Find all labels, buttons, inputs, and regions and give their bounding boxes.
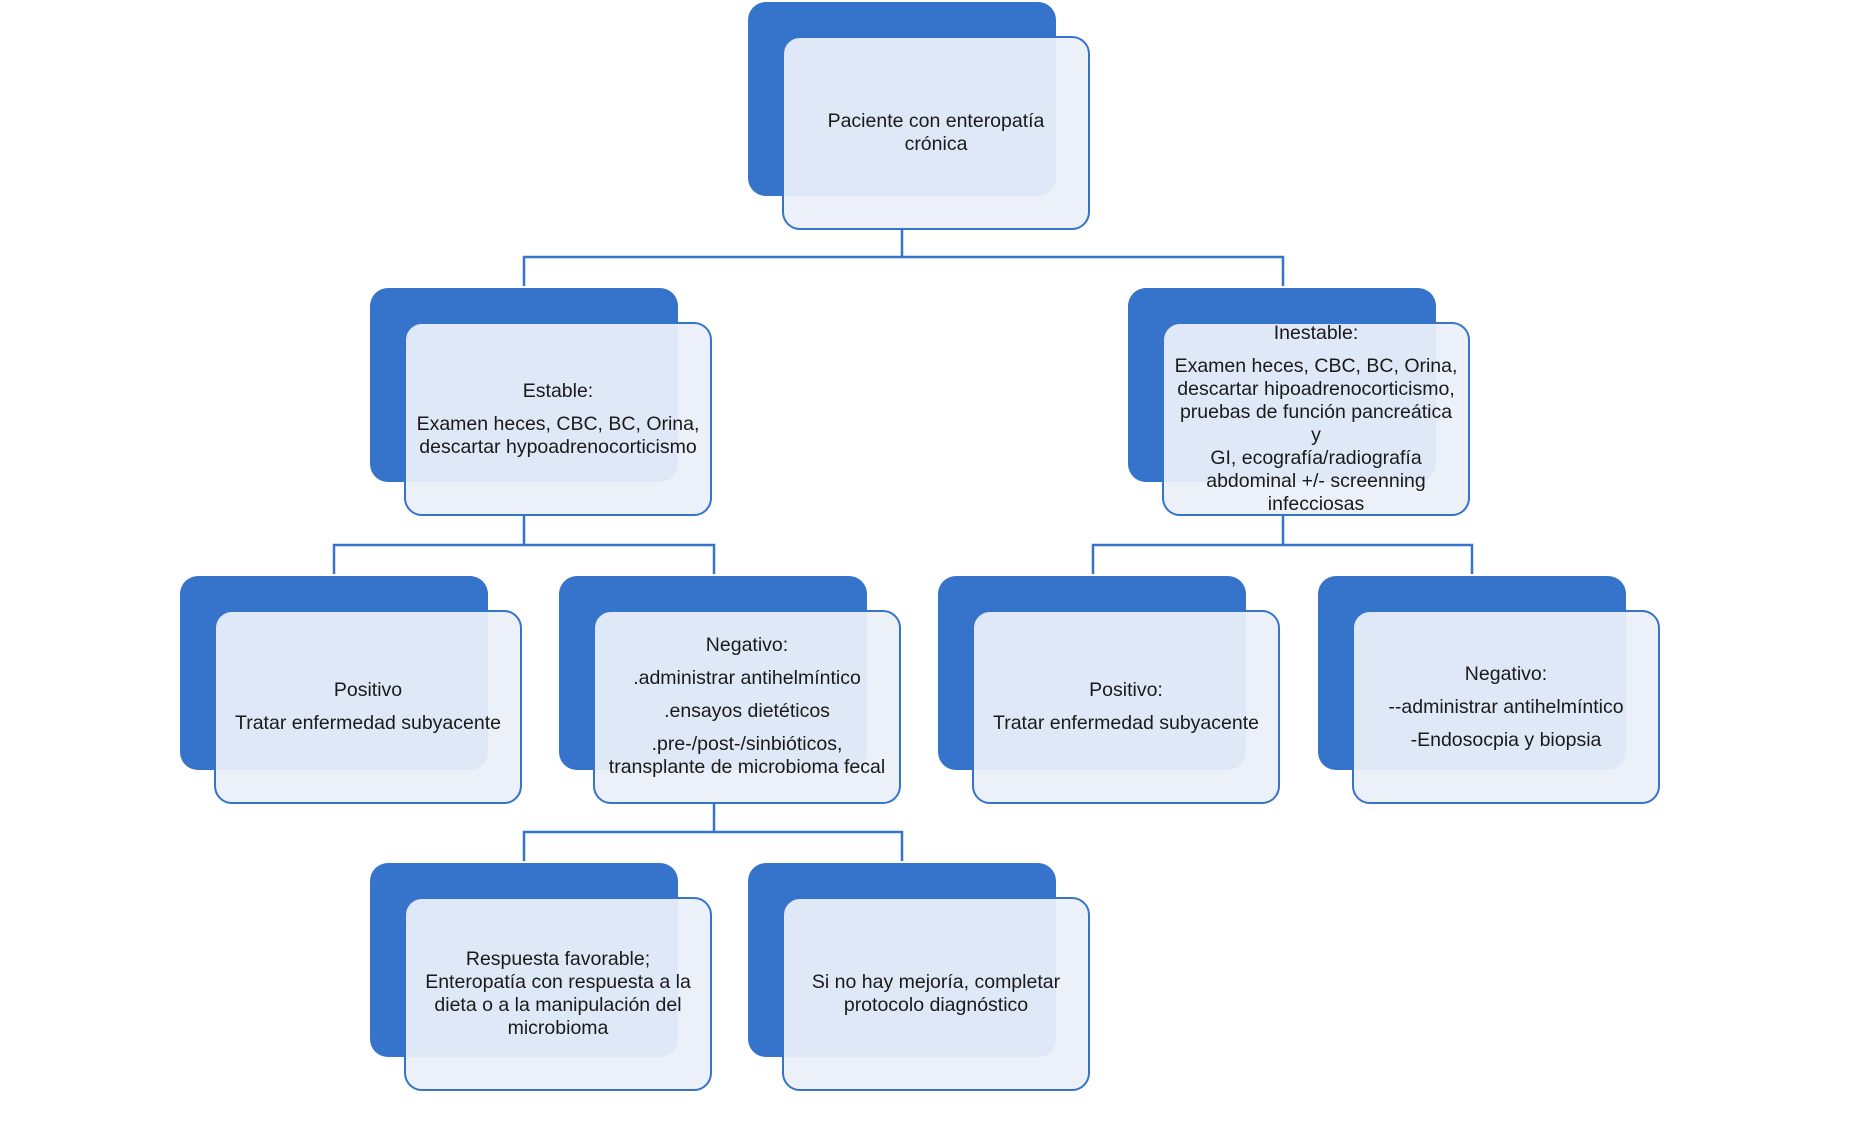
node-box: Negativo: --administrar antihelmíntico -… bbox=[1352, 610, 1660, 804]
node-text: Examen heces, CBC, BC, Orina, bbox=[1174, 355, 1458, 377]
node-text: Si no hay mejoría, completar bbox=[811, 971, 1061, 993]
node-box: Inestable: Examen heces, CBC, BC, Orina,… bbox=[1162, 322, 1470, 516]
node-text: .ensayos dietéticos bbox=[664, 700, 830, 722]
node-text: transplante de microbioma fecal bbox=[608, 756, 886, 778]
node-text: descartar hipoadrenocorticismo, bbox=[1177, 378, 1455, 400]
node-text: dieta o a la manipulación del bbox=[434, 994, 682, 1016]
node-text: --administrar antihelmíntico bbox=[1388, 695, 1624, 718]
node-heading: Positivo bbox=[333, 679, 403, 701]
node-box: Si no hay mejoría, completar protocolo d… bbox=[782, 897, 1090, 1091]
connector-negative-children bbox=[522, 830, 904, 861]
connector-unstable-children bbox=[1091, 543, 1474, 574]
node-heading: Inestable: bbox=[1273, 322, 1359, 344]
node-heading: Negativo: bbox=[705, 634, 789, 656]
node-text: pruebas de función pancreática y bbox=[1179, 401, 1453, 446]
node-text: Paciente con enteropatía crónica bbox=[827, 110, 1045, 155]
node-text: GI, ecografía/radiografía bbox=[1210, 447, 1422, 469]
node-box: Positivo Tratar enfermedad subyacente bbox=[214, 610, 522, 804]
node-text: abdominal +/- screenning bbox=[1206, 470, 1426, 492]
node-text: Respuesta favorable; bbox=[465, 948, 651, 970]
node-box: Paciente con enteropatía crónica bbox=[782, 36, 1090, 230]
node-text: descartar hypoadrenocorticismo bbox=[419, 435, 697, 458]
node-text: .pre-/post-/sinbióticos, bbox=[651, 733, 843, 755]
node-box: Negativo: .administrar antihelmíntico .e… bbox=[593, 610, 901, 804]
node-text: Tratar enfermedad subyacente bbox=[235, 712, 501, 734]
node-text: Tratar enfermedad subyacente bbox=[993, 712, 1259, 734]
node-box: Respuesta favorable; Enteropatía con res… bbox=[404, 897, 712, 1091]
node-text: infecciosas bbox=[1267, 493, 1365, 515]
node-text: protocolo diagnóstico bbox=[843, 994, 1029, 1016]
node-heading: Estable: bbox=[522, 379, 594, 402]
node-box: Estable: Examen heces, CBC, BC, Orina, d… bbox=[404, 322, 712, 516]
node-text: -Endosocpia y biopsia bbox=[1410, 728, 1602, 751]
node-text: Examen heces, CBC, BC, Orina, bbox=[416, 412, 700, 435]
node-heading: Negativo: bbox=[1464, 662, 1548, 685]
node-text: microbioma bbox=[507, 1017, 609, 1039]
node-heading: Positivo: bbox=[1089, 679, 1163, 701]
node-text: Enteropatía con respuesta a la bbox=[425, 971, 691, 993]
node-box: Positivo: Tratar enfermedad subyacente bbox=[972, 610, 1280, 804]
connector-root-children bbox=[522, 255, 1285, 286]
connector-stable-children bbox=[332, 543, 716, 574]
node-text: .administrar antihelmíntico bbox=[633, 667, 861, 689]
